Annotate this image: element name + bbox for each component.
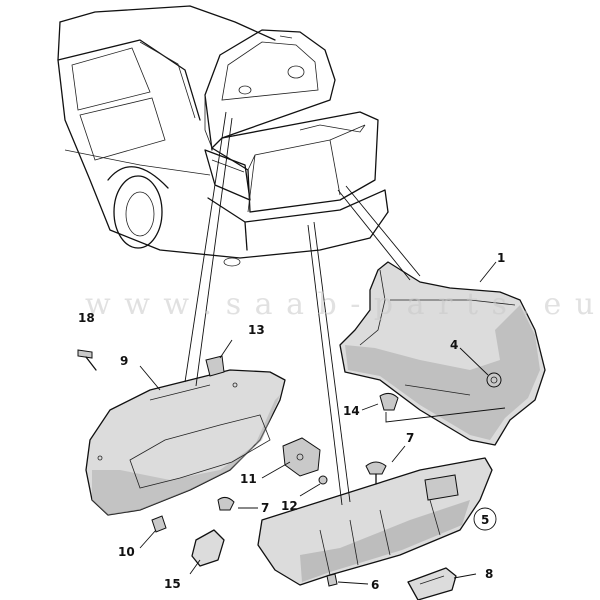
part-14-clip — [379, 392, 399, 411]
callout-labels: 1 4 5 6 7 7 8 9 10 11 12 13 14 15 18 — [78, 251, 505, 592]
callout-6: 6 — [371, 578, 379, 592]
callout-9: 9 — [120, 354, 128, 368]
callout-7-lower: 7 — [261, 501, 269, 515]
part-11-bracket — [282, 437, 321, 477]
part-13-clip — [205, 355, 225, 377]
part-15-handle — [191, 529, 225, 567]
part-7-clip-upper — [365, 461, 387, 485]
car-body — [57, 5, 389, 267]
callout-12: 12 — [281, 499, 298, 513]
part-8-plate — [407, 567, 457, 600]
part-10-screw — [151, 515, 167, 533]
callout-4: 4 — [450, 338, 458, 352]
callout-5: 5 — [481, 513, 489, 527]
assembly-lines — [184, 111, 421, 506]
part-9-lid-lining — [85, 369, 286, 516]
callout-13: 13 — [248, 323, 265, 337]
callout-11: 11 — [240, 472, 257, 486]
part-6-clip — [326, 573, 338, 587]
callout-15: 15 — [164, 577, 181, 591]
part-7-clip-lower — [217, 496, 235, 511]
part-5-sill-trim — [257, 457, 493, 586]
part-1-side-trim-panel — [339, 261, 546, 446]
callout-leaders — [139, 261, 506, 585]
part-12-bolt — [318, 475, 328, 485]
callout-18: 18 — [78, 311, 95, 325]
callout-10: 10 — [118, 545, 135, 559]
callout-5-circle — [473, 507, 497, 531]
callout-7-upper: 7 — [406, 431, 414, 445]
watermark-text: w w w . s a a b - p a r t s . e u — [85, 287, 596, 322]
callout-8: 8 — [485, 567, 493, 581]
part-18-screw — [77, 349, 97, 371]
callout-14: 14 — [343, 404, 360, 418]
callout-1: 1 — [497, 251, 505, 265]
